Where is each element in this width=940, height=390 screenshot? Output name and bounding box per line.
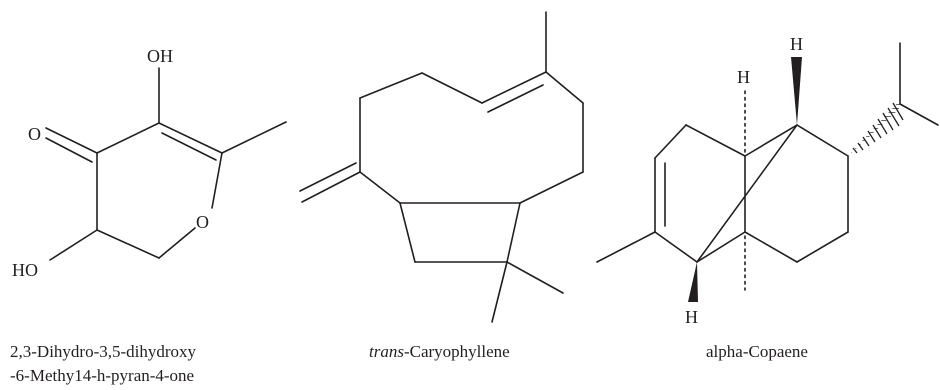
pyranone-caption-line-2: -6-Methy14-h-pyran-4-one: [10, 366, 194, 385]
ring-oxygen-label: O: [196, 212, 209, 232]
molecule-pyranone: OH O O HO 2,3-Dihydro-3,5-dihydroxy -6-M…: [10, 46, 287, 385]
molecule-caryophyllene: trans-Caryophyllene: [299, 11, 584, 361]
caryophyllene-caption: trans-Caryophyllene: [369, 342, 510, 361]
pyranone-caption-line-1: 2,3-Dihydro-3,5-dihydroxy: [10, 342, 197, 361]
hydrogen-label-middle: H: [737, 67, 750, 87]
wedge-bond-bottom: [688, 262, 698, 302]
hash-wedge-lines: [852, 102, 904, 154]
copaene-caption: alpha-Copaene: [706, 342, 808, 361]
copaene-bonds: [596, 42, 939, 263]
caryophyllene-bonds: [299, 11, 584, 323]
pyranone-bonds: [45, 67, 287, 261]
wedge-bond-top: [791, 57, 802, 125]
hydrogen-label-bottom: H: [685, 307, 698, 327]
molecule-copaene: H H H alpha-Copaene: [596, 34, 939, 361]
copaene-stereo-bonds: [688, 57, 904, 302]
hydroxyl-label-top: OH: [147, 46, 173, 66]
hydrogen-label-top: H: [790, 34, 803, 54]
carbonyl-oxygen-label: O: [28, 124, 41, 144]
hydroxyl-label-bottom: HO: [12, 260, 38, 280]
